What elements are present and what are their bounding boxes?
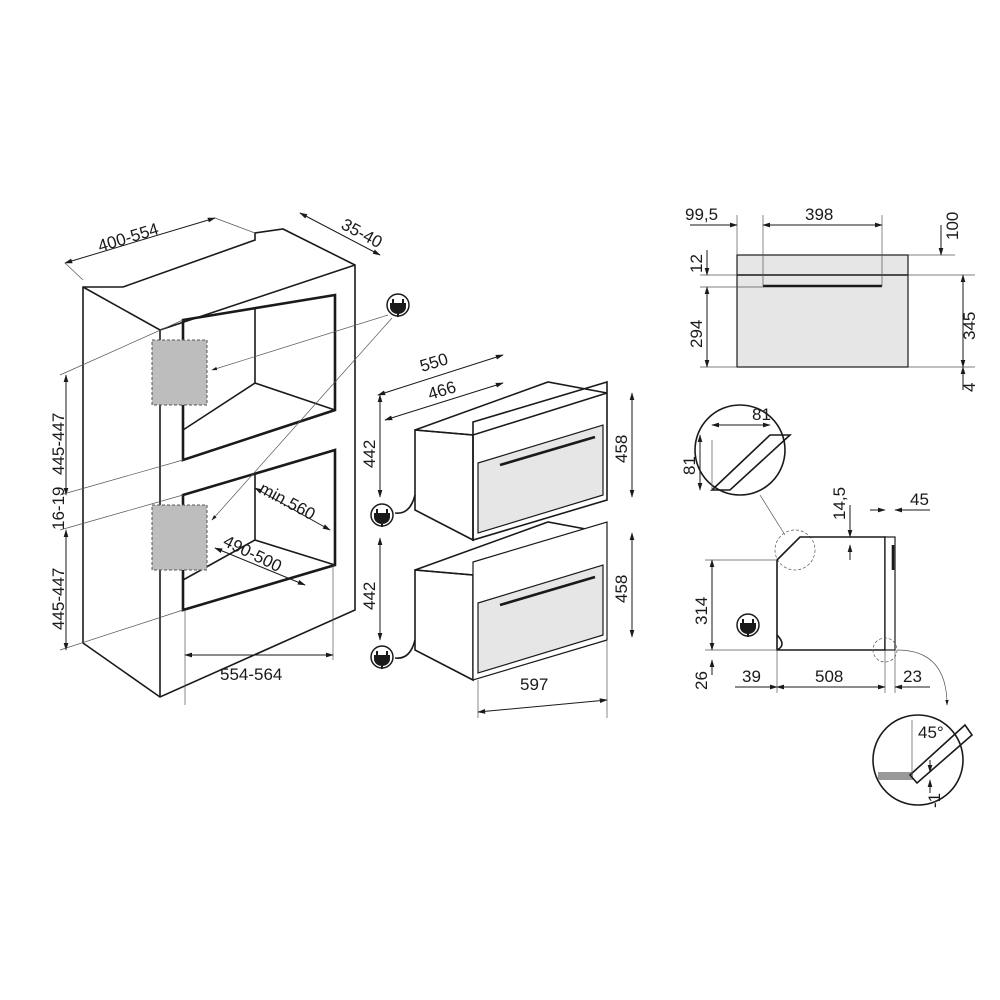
dim-angle: 45° bbox=[918, 723, 944, 742]
dim-oven-depth-body: 466 bbox=[426, 377, 459, 403]
dim-chamfer-height: 81 bbox=[680, 456, 699, 475]
dim-lower-body-height: 442 bbox=[360, 582, 379, 610]
dim-top-gap: 14,5 bbox=[830, 487, 849, 520]
dim-side-depth: 508 bbox=[815, 667, 843, 686]
dim-left-offset: 99,5 bbox=[685, 205, 718, 224]
dim-oven-width: 597 bbox=[520, 675, 548, 694]
dim-body-height: 294 bbox=[687, 320, 706, 348]
front-view-drawing: 99,5 398 100 345 4 12 294 bbox=[685, 205, 979, 392]
vent-area-lower bbox=[151, 504, 208, 571]
dim-opening-gap: 16-19 bbox=[49, 487, 68, 530]
side-view-drawing: 81 81 14,5 45 314 26 39 508 23 bbox=[680, 404, 974, 808]
dim-upper-front-height: 458 bbox=[612, 435, 631, 463]
power-plug-icon bbox=[736, 613, 760, 638]
dim-upper-opening-height: 445-447 bbox=[49, 413, 68, 475]
dim-cabinet-width: 554-564 bbox=[220, 665, 282, 684]
power-plug-icon bbox=[386, 293, 410, 318]
dim-handle-gap: 12 bbox=[687, 254, 706, 273]
dim-tolerance: -1 bbox=[925, 793, 944, 808]
dim-lower-front-height: 458 bbox=[612, 575, 631, 603]
dim-lower-opening-height: 445-447 bbox=[49, 568, 68, 630]
dim-upper-body-height: 442 bbox=[360, 440, 379, 468]
dim-min-depth: min.560 bbox=[256, 479, 318, 524]
dim-handle-width: 398 bbox=[805, 205, 833, 224]
dim-top-margin: 100 bbox=[943, 212, 962, 240]
dim-oven-depth-total: 550 bbox=[418, 349, 451, 375]
dim-bottom-margin: 4 bbox=[960, 383, 979, 392]
vent-area-upper bbox=[151, 339, 208, 406]
dim-cabinet-step: 35-40 bbox=[338, 215, 385, 252]
dim-rear-offset: 39 bbox=[742, 667, 761, 686]
dim-side-height: 314 bbox=[692, 597, 711, 625]
power-plug-icon bbox=[370, 503, 394, 528]
dim-front-thickness: 45 bbox=[910, 490, 929, 509]
dim-cabinet-depth: 400-554 bbox=[96, 219, 161, 255]
dim-chamfer-width: 81 bbox=[752, 405, 771, 424]
ovens-drawing: 550 466 442 458 442 458 597 bbox=[360, 349, 635, 718]
power-plug-icon bbox=[370, 645, 394, 670]
dim-front-height: 345 bbox=[960, 312, 979, 340]
dim-foot: 26 bbox=[692, 671, 711, 690]
dim-front-offset: 23 bbox=[903, 667, 922, 686]
cabinet-drawing: 400-554 35-40 445-447 16-19 445-447 min.… bbox=[49, 212, 410, 705]
